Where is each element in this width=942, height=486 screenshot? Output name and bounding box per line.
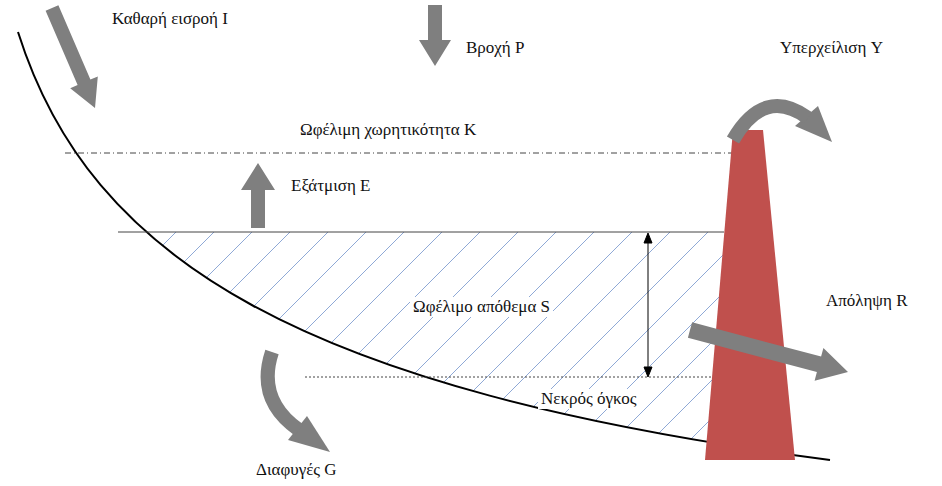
spill-arrow bbox=[733, 106, 808, 140]
water-surface bbox=[118, 232, 724, 233]
flow-label: Ωφέλιμο απόθεμα S bbox=[410, 297, 553, 317]
evaporation-arrow bbox=[241, 163, 275, 228]
flow-label: Νεκρός όγκος bbox=[538, 389, 639, 409]
leakage-arrow bbox=[268, 352, 299, 430]
flow-label: Καθαρή εισροή I bbox=[112, 9, 228, 29]
flow-label: Διαφυγές G bbox=[256, 460, 337, 480]
dead-volume-level bbox=[305, 377, 712, 378]
reservoir-bed bbox=[18, 32, 830, 460]
flow-label: Υπερχείλιση Y bbox=[780, 38, 883, 58]
inflow-arrow bbox=[46, 5, 98, 108]
withdrawal-arrow bbox=[688, 322, 848, 380]
dam bbox=[705, 130, 795, 460]
flow-label: Βροχή P bbox=[466, 38, 524, 58]
capacity-level bbox=[65, 153, 735, 154]
storage-dimension bbox=[644, 233, 652, 377]
flow-label: Απόληψη R bbox=[826, 291, 907, 311]
flow-label: Εξάτμιση E bbox=[291, 176, 370, 196]
flow-label: Ωφέλιμη χωρητικότητα K bbox=[300, 120, 476, 140]
rain-arrow bbox=[419, 5, 451, 66]
